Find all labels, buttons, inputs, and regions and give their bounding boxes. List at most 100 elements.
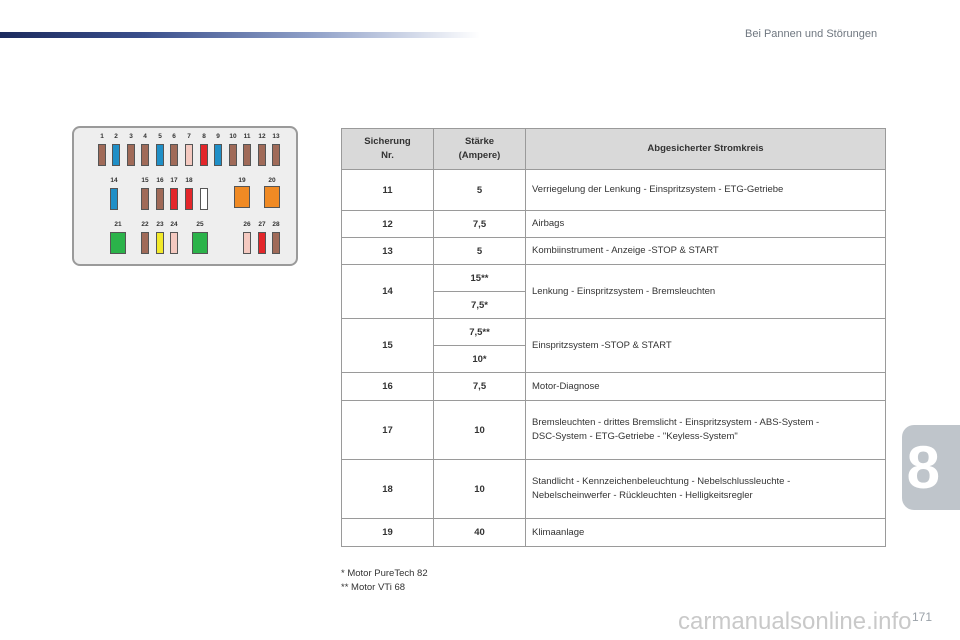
fuse-8	[200, 144, 208, 166]
fuse-6	[170, 144, 178, 166]
fuse-number-label: 16	[156, 177, 164, 184]
fuse-11	[243, 144, 251, 166]
fuse-number-label: 6	[172, 133, 176, 140]
fuse-rating: 5	[433, 237, 526, 265]
table-row: 7,5*	[342, 291, 886, 319]
table-row: 16 7,5 Motor-Diagnose	[341, 372, 886, 401]
fuse-number-label: 21	[114, 221, 122, 228]
fuse-number-label: 26	[243, 221, 251, 228]
chapter-number: 8	[906, 434, 940, 501]
page-number: 171	[911, 610, 932, 624]
fuse-21	[110, 232, 126, 254]
table-row: 18 10 Standlicht - Kennzeichenbeleuchtun…	[341, 459, 886, 519]
fuse-rating: 10	[433, 400, 526, 460]
fuse-rating: 40	[433, 518, 526, 547]
fuse-2	[112, 144, 120, 166]
fuse-number-label: 4	[143, 133, 147, 140]
fuse-number: 16	[341, 372, 434, 401]
fuse-rating: 7,5**	[433, 318, 526, 346]
table-row: 13 5 Kombiinstrument - Anzeige -STOP & S…	[341, 237, 886, 265]
fuse-number-label: 23	[156, 221, 164, 228]
fuse-26	[243, 232, 251, 254]
chapter-tab	[902, 425, 960, 510]
fuse-16	[156, 188, 164, 210]
fuse-rating: 10	[433, 459, 526, 519]
fuse-number: 14	[341, 264, 434, 319]
fuse-number-label: 19	[238, 177, 246, 184]
fuse-27	[258, 232, 266, 254]
section-title: Bei Pannen und Störungen	[745, 28, 878, 40]
header-rating: Stärke(Ampere)	[433, 128, 526, 170]
fuse-7	[185, 144, 193, 166]
fuse-number: 13	[341, 237, 434, 265]
footnote-single-star: * Motor PureTech 82	[341, 568, 428, 579]
fuse-rating: 5	[433, 169, 526, 211]
fuse-number-label: 25	[196, 221, 204, 228]
fuse-number-label: 27	[258, 221, 266, 228]
fuse-number: 18	[341, 459, 434, 519]
table-row: 19 40 Klimaanlage	[341, 518, 886, 547]
fuse-number-label: 18	[185, 177, 193, 184]
fuse-1	[98, 144, 106, 166]
fuse-17	[170, 188, 178, 210]
table-row: 14 15** Lenkung - Einspritzsystem - Brem…	[341, 264, 886, 319]
fuse-rating: 7,5*	[433, 291, 526, 319]
fuse-empty	[200, 188, 208, 210]
fuse-rating: 10*	[433, 345, 526, 373]
fuse-12	[258, 144, 266, 166]
fuse-3	[127, 144, 135, 166]
fuse-circuit: Verriegelung der Lenkung - Einspritzsyst…	[525, 169, 886, 211]
fuse-4	[141, 144, 149, 166]
fuse-circuit: Airbags	[525, 210, 886, 238]
fuse-circuit: Bremsleuchten - drittes Bremslicht - Ein…	[525, 400, 886, 460]
table-row: 12 7,5 Airbags	[341, 210, 886, 238]
fuse-number-label: 2	[114, 133, 118, 140]
fuse-15	[141, 188, 149, 210]
fuse-number-label: 3	[129, 133, 133, 140]
fuse-5	[156, 144, 164, 166]
footnote-double-star: ** Motor VTi 68	[341, 582, 406, 593]
fuse-19	[234, 186, 250, 208]
fuse-13	[272, 144, 280, 166]
fuse-20	[264, 186, 280, 208]
fuse-24	[170, 232, 178, 254]
fuse-22	[141, 232, 149, 254]
header-circuit: Abgesicherter Stromkreis	[525, 128, 886, 170]
fuse-circuit: Motor-Diagnose	[525, 372, 886, 401]
fuse-number-label: 9	[216, 133, 220, 140]
header-accent-bar	[0, 32, 480, 38]
fuse-number-label: 15	[141, 177, 149, 184]
fuse-number-label: 10	[229, 133, 237, 140]
fuse-number-label: 13	[272, 133, 280, 140]
fuse-number-label: 12	[258, 133, 266, 140]
fuse-9	[214, 144, 222, 166]
fuse-28	[272, 232, 280, 254]
footnotes: * Motor PureTech 82 ** Motor VTi 68	[341, 567, 428, 595]
fuse-rating: 7,5	[433, 210, 526, 238]
fuse-number: 19	[341, 518, 434, 547]
fuse-number-label: 17	[170, 177, 178, 184]
fuse-rating: 7,5	[433, 372, 526, 401]
fuse-number: 12	[341, 210, 434, 238]
fuse-18	[185, 188, 193, 210]
watermark: carmanualsonline.info	[678, 608, 912, 635]
fuse-number-label: 7	[187, 133, 191, 140]
table-row: 15 7,5** Einspritzsystem -STOP & START	[341, 318, 886, 373]
fuse-25	[192, 232, 208, 254]
fuse-number-label: 1	[100, 133, 104, 140]
fuse-number-label: 20	[268, 177, 276, 184]
fuse-circuit: Kombiinstrument - Anzeige -STOP & START	[525, 237, 886, 265]
fuse-23	[156, 232, 164, 254]
fuse-10	[229, 144, 237, 166]
fuse-circuit: Klimaanlage	[525, 518, 886, 547]
fuse-number-label: 22	[141, 221, 149, 228]
fuse-circuit: Standlicht - Kennzeichenbeleuchtung - Ne…	[525, 459, 886, 519]
fuse-number-label: 14	[110, 177, 118, 184]
table-row: 11 5 Verriegelung der Lenkung - Einsprit…	[341, 169, 886, 211]
fuse-number-label: 24	[170, 221, 178, 228]
fuse-number: 15	[341, 318, 434, 373]
